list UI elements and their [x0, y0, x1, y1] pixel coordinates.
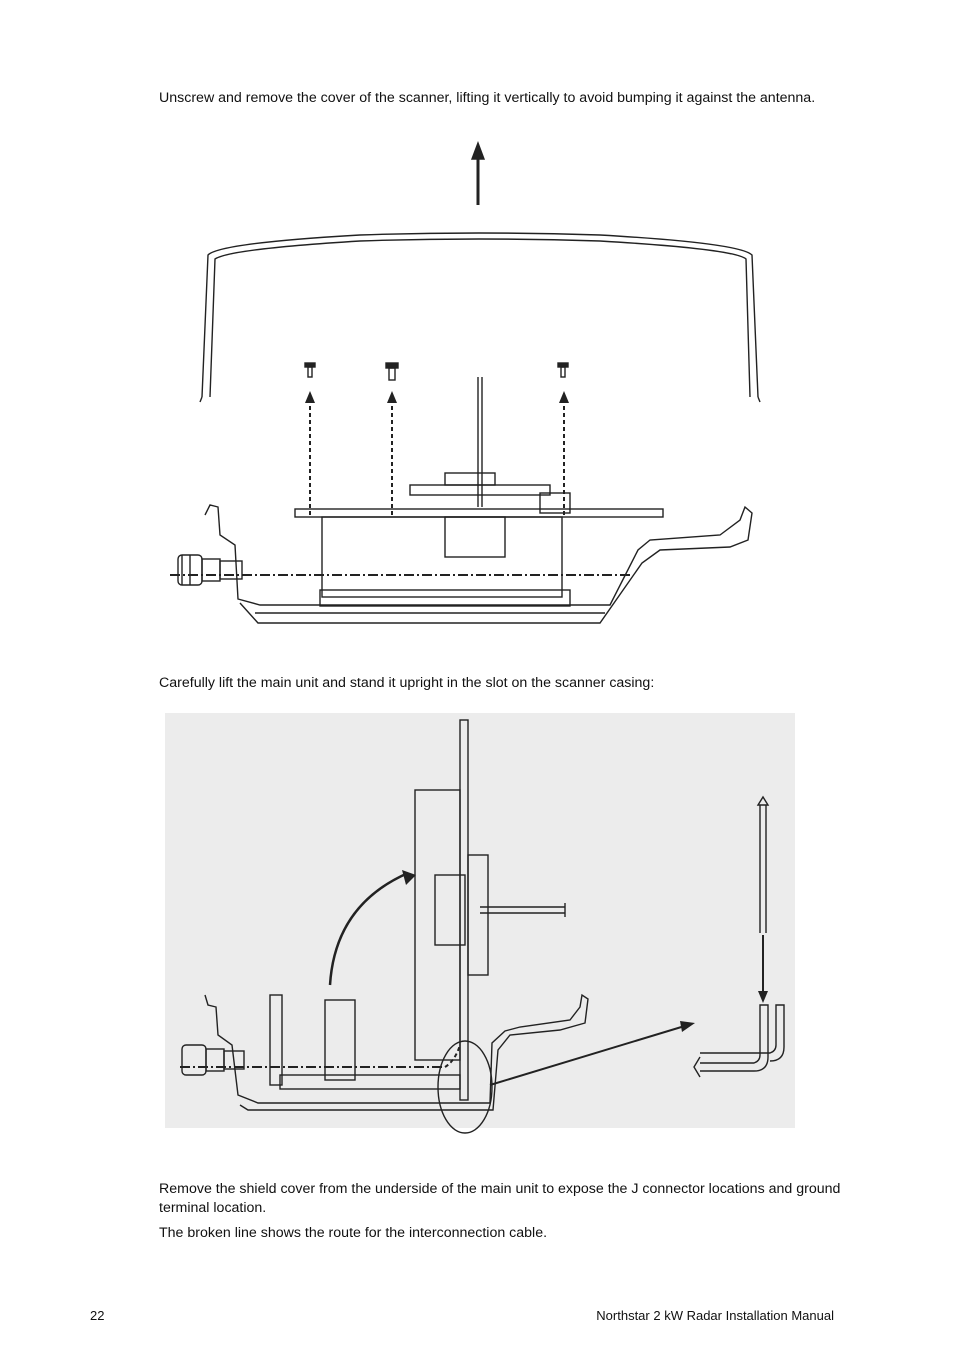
instruction-remove-cover: Unscrew and remove the cover of the scan…	[159, 90, 816, 106]
manual-title: Northstar 2 kW Radar Installation Manual	[596, 1308, 834, 1323]
page-number: 22	[90, 1308, 105, 1323]
detail-inset	[693, 795, 785, 1078]
screw-right	[557, 362, 569, 378]
scanner-cover	[199, 232, 761, 403]
main-unit-upright-diagram	[165, 713, 795, 1134]
figure-background	[165, 713, 795, 1128]
screw-center	[385, 362, 399, 381]
screw-removal-arrows	[309, 401, 565, 515]
instruction-remove-shield-cover: Remove the shield cover from the undersi…	[159, 1181, 841, 1216]
rotation-arrow	[328, 870, 416, 986]
instruction-lift-main-unit: Carefully lift the main unit and stand i…	[159, 675, 655, 691]
screw-left	[304, 362, 316, 378]
scanner-cover-removal-diagram	[170, 141, 761, 624]
cable-gland	[181, 1044, 245, 1076]
instruction-cable-route: The broken line shows the route for the …	[159, 1225, 548, 1241]
detail-callout-circle	[437, 1040, 493, 1134]
lift-up-arrow	[470, 141, 486, 205]
cable-gland	[177, 554, 243, 586]
